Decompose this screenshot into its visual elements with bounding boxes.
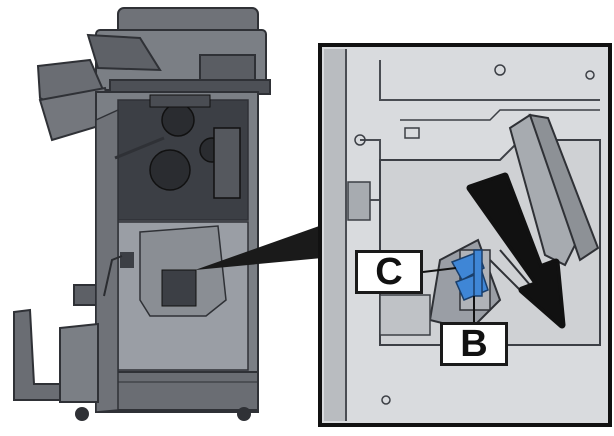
zoom-panel	[318, 43, 612, 427]
machine-illustration	[13, 7, 271, 421]
zoom-connector	[195, 225, 322, 270]
label-c: C	[355, 250, 423, 294]
direction-arrow-icon	[466, 172, 566, 329]
lever-icon	[450, 249, 489, 301]
label-b: B	[440, 322, 508, 366]
